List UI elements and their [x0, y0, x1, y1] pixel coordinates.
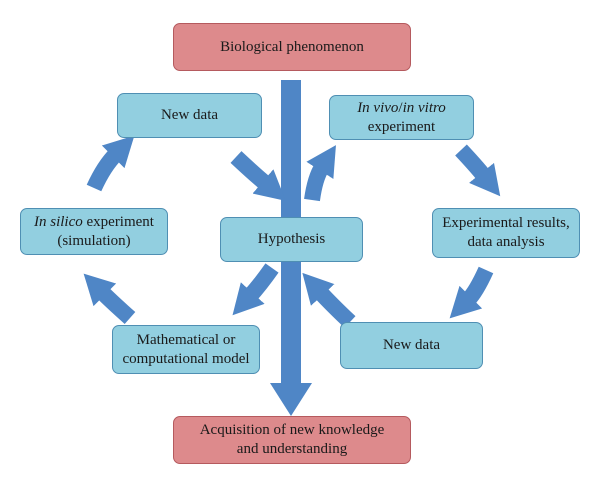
in-silico-italic: In silico: [34, 213, 83, 230]
arrow-in-silico-to-new-data: [86, 135, 135, 192]
in-vivo-italic: In vivo: [357, 99, 399, 116]
node-biological-phenomenon: Biological phenomenon: [173, 23, 411, 71]
in-vivo-separator: /: [398, 99, 403, 116]
arrow-new-data-to-hypothesis-right: [302, 272, 356, 328]
experimental-results-line-2: data analysis: [467, 234, 545, 250]
in-silico-simulation: (simulation): [57, 232, 131, 249]
arrow-hypothesis-to-model: [232, 263, 279, 316]
node-experimental-results: Experimental results, data analysis: [432, 208, 580, 258]
node-new-data-right-label: New data: [382, 337, 441, 353]
in-vitro-italic: in vitro: [402, 99, 446, 116]
node-in-vivo-in-vitro-experiment: In vivo/in vitro experiment: [329, 95, 474, 140]
central-arrowhead: [270, 383, 312, 416]
arrow-in-vivo-to-results: [455, 144, 501, 197]
node-in-vivo-text: In vivo/in vitro experiment: [357, 99, 446, 137]
in-silico-experiment-word: experiment: [82, 213, 154, 230]
node-new-data-left-label: New data: [160, 107, 219, 123]
acquisition-line-2: and understanding: [236, 441, 348, 457]
node-acquisition-of-knowledge: Acquisition of new knowledge and underst…: [173, 416, 411, 464]
node-biological-phenomenon-label: Biological phenomenon: [220, 38, 364, 55]
model-line-1: Mathematical or: [136, 331, 236, 348]
node-hypothesis-label: Hypothesis: [257, 231, 326, 247]
node-in-silico-text: In silico experiment (simulation): [34, 213, 154, 251]
node-hypothesis: Hypothesis: [220, 217, 363, 262]
arrow-new-data-to-hypothesis: [230, 151, 286, 201]
in-vivo-experiment-word: experiment: [367, 118, 436, 135]
arrow-results-to-new-data: [449, 266, 494, 319]
node-experimental-results-text: Experimental results, data analysis: [442, 214, 569, 252]
node-model-text: Mathematical or computational model: [122, 331, 249, 369]
node-new-data-left: New data: [117, 93, 262, 138]
arrow-hypothesis-to-in-vivo: [304, 145, 336, 202]
node-in-silico-experiment: In silico experiment (simulation): [20, 208, 168, 255]
node-new-data-right: New data: [340, 322, 483, 369]
node-acquisition-text: Acquisition of new knowledge and underst…: [200, 421, 385, 459]
acquisition-line-1: Acquisition of new knowledge: [199, 422, 385, 438]
arrow-model-to-in-silico: [83, 273, 136, 324]
model-line-2: computational model: [122, 350, 250, 367]
experimental-results-line-1: Experimental results,: [442, 215, 570, 231]
node-mathematical-model: Mathematical or computational model: [112, 325, 260, 374]
